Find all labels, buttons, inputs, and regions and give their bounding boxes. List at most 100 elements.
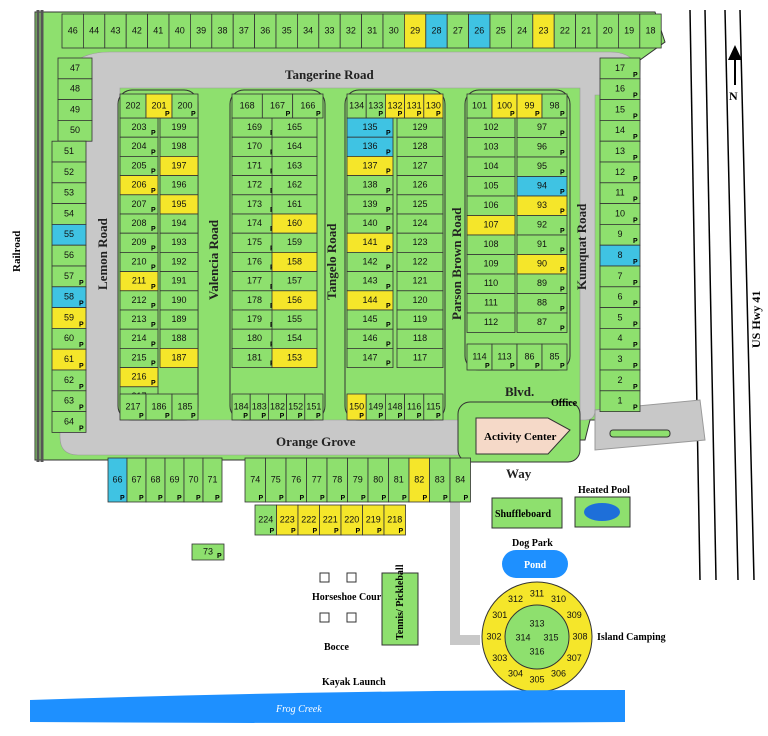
lot-8[interactable]: 8P xyxy=(599,244,641,267)
lot-17[interactable]: 17P xyxy=(599,57,641,80)
island-lot-314[interactable]: 314 xyxy=(515,632,530,642)
lot-51[interactable]: 51 xyxy=(51,140,87,163)
lot-118[interactable]: 118 xyxy=(396,328,444,349)
island-lot-311[interactable]: 311 xyxy=(530,588,544,598)
lot-169[interactable]: 169P xyxy=(231,117,278,138)
lot-64[interactable]: 64P xyxy=(51,411,87,433)
lot-122[interactable]: 122 xyxy=(396,251,444,272)
lot-7[interactable]: 7P xyxy=(599,265,641,288)
lot-79[interactable]: 79P xyxy=(347,457,369,503)
lot-59[interactable]: 59P xyxy=(51,307,87,329)
lot-161[interactable]: 161 xyxy=(271,194,318,215)
lot-192[interactable]: 192 xyxy=(159,251,199,272)
island-lot-316[interactable]: 316 xyxy=(529,646,544,656)
lot-60[interactable]: 60P xyxy=(51,327,87,350)
lot-99[interactable]: 99P xyxy=(516,93,543,119)
lot-27[interactable]: 27 xyxy=(446,13,470,49)
lot-197[interactable]: 197 xyxy=(159,155,199,176)
lot-26[interactable]: 26 xyxy=(468,13,491,49)
lot-97[interactable]: 97P xyxy=(516,117,568,138)
lot-188[interactable]: 188 xyxy=(159,328,199,349)
lot-91[interactable]: 91P xyxy=(516,234,568,255)
lot-68[interactable]: 68P xyxy=(145,457,166,503)
lot-61[interactable]: 61P xyxy=(51,348,87,371)
lot-16[interactable]: 16P xyxy=(599,78,641,101)
lot-63[interactable]: 63P xyxy=(51,390,87,412)
lot-76[interactable]: 76P xyxy=(285,457,307,503)
lot-29[interactable]: 29 xyxy=(403,13,427,49)
lot-110[interactable]: 110 xyxy=(466,273,516,294)
lot-160[interactable]: 160 xyxy=(271,213,318,234)
lot-2[interactable]: 2P xyxy=(599,369,641,392)
lot-121[interactable]: 121 xyxy=(396,271,444,292)
lot-165[interactable]: 165 xyxy=(271,117,318,138)
lot-80[interactable]: 80P xyxy=(367,457,389,503)
lot-28[interactable]: 28 xyxy=(425,13,448,49)
lot-106[interactable]: 106 xyxy=(466,195,516,216)
lot-4[interactable]: 4P xyxy=(599,327,641,350)
lot-158[interactable]: 158 xyxy=(271,251,318,272)
lot-202[interactable]: 202 xyxy=(119,93,147,119)
lot-93[interactable]: 93P xyxy=(516,195,568,216)
lot-127[interactable]: 127 xyxy=(396,155,444,176)
lot-177[interactable]: 177P xyxy=(231,271,278,292)
lot-14[interactable]: 14P xyxy=(599,120,641,142)
lot-20[interactable]: 20 xyxy=(596,13,619,49)
lot-162[interactable]: 162 xyxy=(271,175,318,196)
lot-5[interactable]: 5P xyxy=(599,307,641,329)
lot-19[interactable]: 19 xyxy=(618,13,641,49)
lot-42[interactable]: 42 xyxy=(125,13,148,49)
lot-75[interactable]: 75P xyxy=(265,457,287,503)
lot-57[interactable]: 57P xyxy=(51,265,87,288)
lot-74[interactable]: 74P xyxy=(244,457,266,503)
lot-194[interactable]: 194 xyxy=(159,213,199,234)
lot-56[interactable]: 56 xyxy=(51,244,87,267)
lot-73[interactable]: 73P xyxy=(191,543,225,561)
island-lot-303[interactable]: 303 xyxy=(492,653,507,663)
lot-66[interactable]: 66P xyxy=(107,457,128,503)
lot-101[interactable]: 101 xyxy=(466,93,493,119)
island-lot-305[interactable]: 305 xyxy=(529,674,544,684)
lot-55[interactable]: 55 xyxy=(51,223,87,246)
island-lot-308[interactable]: 308 xyxy=(572,631,587,641)
lot-180[interactable]: 180P xyxy=(231,328,278,349)
lot-23[interactable]: 23 xyxy=(532,13,555,49)
lot-82[interactable]: 82P xyxy=(408,457,430,503)
lot-10[interactable]: 10P xyxy=(599,203,641,225)
lot-38[interactable]: 38 xyxy=(211,13,234,49)
lot-125[interactable]: 125 xyxy=(396,194,444,215)
lot-48[interactable]: 48 xyxy=(57,78,93,101)
lot-31[interactable]: 31 xyxy=(361,13,384,49)
lot-47[interactable]: 47 xyxy=(57,57,93,80)
island-lot-312[interactable]: 312 xyxy=(508,594,523,604)
lot-181[interactable]: 181P xyxy=(231,347,278,368)
lot-171[interactable]: 171P xyxy=(231,155,278,176)
lot-13[interactable]: 13P xyxy=(599,140,641,163)
lot-123[interactable]: 123 xyxy=(396,232,444,253)
lot-163[interactable]: 163 xyxy=(271,155,318,176)
